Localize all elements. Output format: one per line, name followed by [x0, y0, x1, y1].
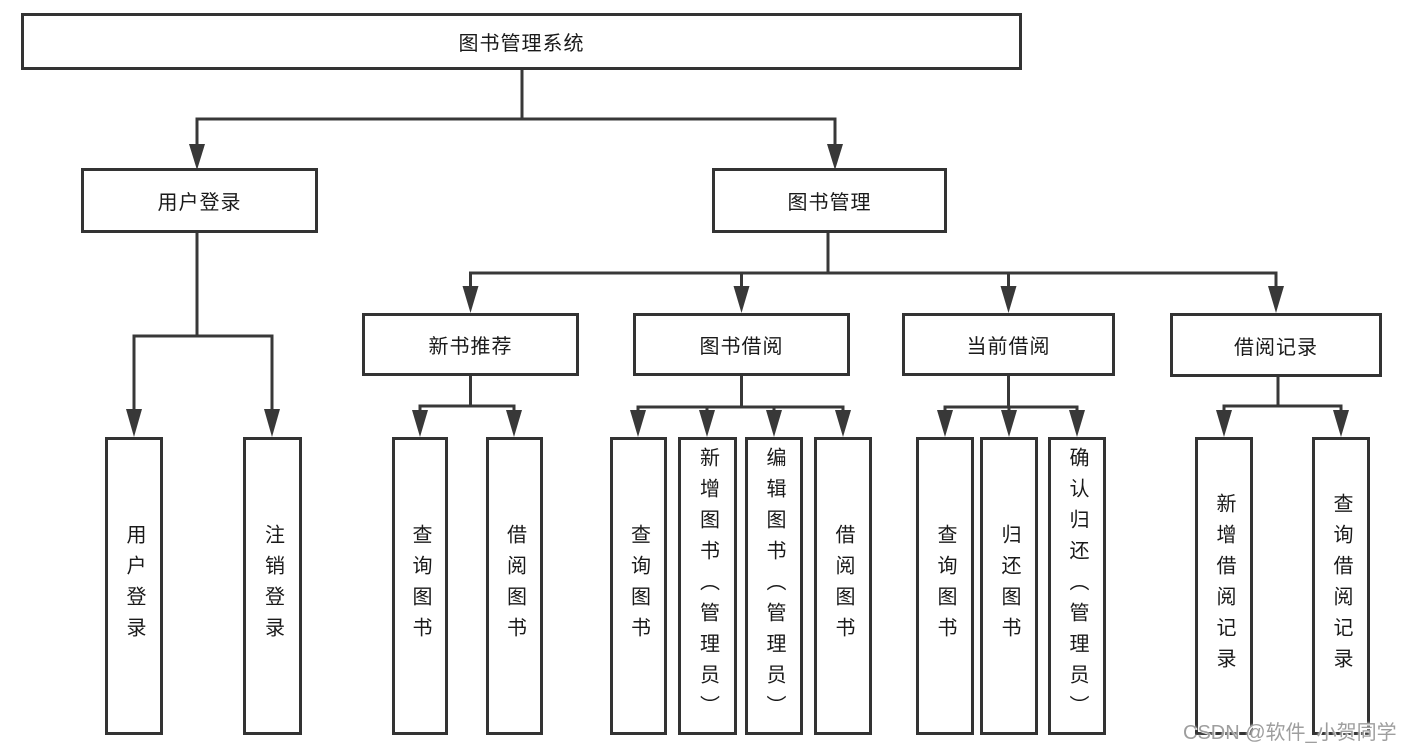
- node-leaf-confirm-return-label: 确认归还（管理员）: [1066, 446, 1088, 726]
- connector-book-mgmt-to-level3: [462, 233, 1284, 313]
- node-leaf-borrow-book-2: 借阅图书: [814, 437, 872, 735]
- node-leaf-query-book-3: 查询图书: [916, 437, 974, 735]
- node-current-borrow: 当前借阅: [902, 313, 1115, 376]
- connector-book-borrow-to-leaves: [630, 376, 851, 437]
- node-leaf-user-login: 用户登录: [105, 437, 163, 735]
- node-current-borrow-label: 当前借阅: [966, 336, 1051, 358]
- node-leaf-borrow-book-1: 借阅图书: [486, 437, 543, 735]
- node-leaf-query-book-1: 查询图书: [392, 437, 448, 735]
- node-root-label: 图书管理系统: [458, 33, 585, 55]
- node-leaf-borrow-book-2-label: 借阅图书: [832, 524, 854, 648]
- node-leaf-query-record: 查询借阅记录: [1312, 437, 1370, 735]
- node-borrow-record: 借阅记录: [1170, 313, 1382, 377]
- node-leaf-query-book-2-label: 查询图书: [627, 524, 650, 648]
- node-leaf-query-record-label: 查询借阅记录: [1330, 493, 1352, 679]
- node-leaf-query-book-3-label: 查询图书: [934, 524, 956, 648]
- node-leaf-add-book-label: 新增图书（管理员）: [696, 446, 719, 726]
- node-new-book-rec: 新书推荐: [362, 313, 579, 376]
- node-leaf-user-login-label: 用户登录: [123, 524, 145, 648]
- csdn-watermark: CSDN @软件_小贺同学: [1183, 722, 1397, 744]
- node-leaf-return-book-label: 归还图书: [998, 524, 1020, 648]
- node-leaf-logout: 注销登录: [243, 437, 302, 735]
- node-leaf-query-book-1-label: 查询图书: [409, 524, 431, 648]
- node-book-borrow: 图书借阅: [633, 313, 850, 376]
- node-leaf-edit-book-label: 编辑图书（管理员）: [763, 446, 785, 726]
- node-new-book-rec-label: 新书推荐: [428, 336, 513, 358]
- connector-user-login-to-leaves: [126, 233, 280, 437]
- connector-new-book-rec-to-leaves: [412, 376, 522, 437]
- node-root: 图书管理系统: [21, 13, 1022, 70]
- node-book-mgmt: 图书管理: [712, 168, 947, 233]
- node-leaf-borrow-book-1-label: 借阅图书: [503, 524, 526, 648]
- node-leaf-add-record-label: 新增借阅记录: [1213, 493, 1235, 679]
- node-leaf-return-book: 归还图书: [980, 437, 1038, 735]
- connector-current-borrow-to-leaves: [937, 376, 1085, 437]
- node-leaf-add-record: 新增借阅记录: [1195, 437, 1253, 735]
- node-book-borrow-label: 图书借阅: [699, 336, 784, 358]
- node-leaf-edit-book: 编辑图书（管理员）: [745, 437, 803, 735]
- node-book-mgmt-label: 图书管理: [787, 192, 872, 214]
- node-user-login-label: 用户登录: [157, 192, 242, 214]
- node-user-login: 用户登录: [81, 168, 318, 233]
- node-leaf-logout-label: 注销登录: [261, 524, 284, 648]
- node-leaf-add-book: 新增图书（管理员）: [678, 437, 737, 735]
- node-borrow-record-label: 借阅记录: [1234, 336, 1318, 359]
- connector-root-to-level2: [189, 70, 843, 170]
- node-leaf-confirm-return: 确认归还（管理员）: [1048, 437, 1106, 735]
- connector-borrow-record-to-leaves: [1216, 377, 1349, 437]
- node-leaf-query-book-2: 查询图书: [610, 437, 667, 735]
